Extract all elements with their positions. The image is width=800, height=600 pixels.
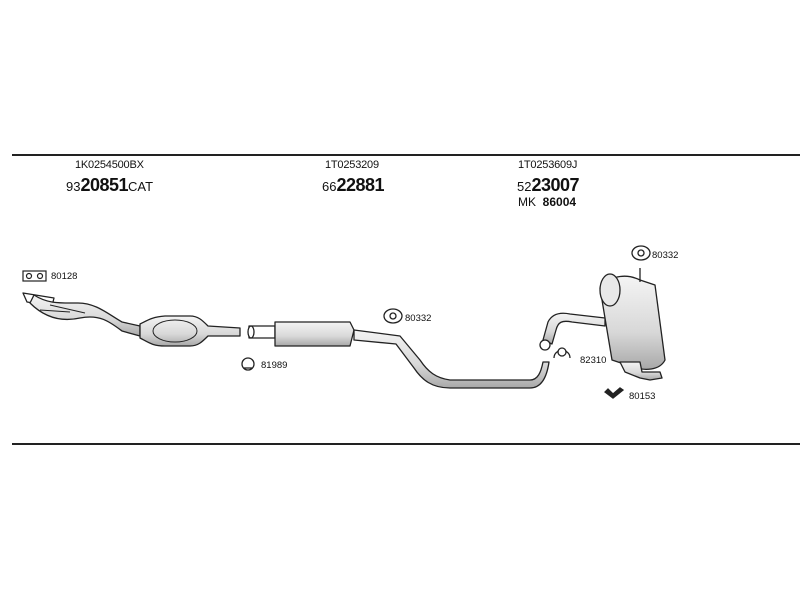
front-pipe-catalyst (22, 292, 241, 347)
front-pipe-prefix: 93 (66, 179, 81, 194)
top-divider (12, 154, 800, 156)
clamp-middle-label: 81989 (261, 360, 288, 371)
hanger-rear-icon (631, 245, 651, 261)
mounting-kit-number: 86004 (542, 195, 577, 209)
hanger-rear-label: 80332 (652, 250, 679, 261)
rear-silencer-ref: 1T0253609J (518, 159, 578, 171)
clamp-rear-icon (539, 339, 571, 359)
bottom-divider (12, 443, 800, 445)
rear-silencer-prefix: 52 (517, 179, 532, 194)
hanger-icon (383, 308, 403, 324)
middle-silencer-prefix: 66 (322, 179, 337, 194)
rear-silencer-number: 5223007 (517, 175, 580, 195)
middle-silencer-ref: 1T0253209 (325, 159, 379, 171)
front-pipe-suffix: CAT (128, 179, 154, 194)
gasket-icon (22, 270, 47, 282)
middle-silencer-main-number: 22881 (336, 175, 385, 195)
mounting-kit-prefix: MK (518, 195, 536, 209)
front-pipe-number: 9320851CAT (66, 176, 153, 195)
hanger-middle-label: 80332 (405, 313, 432, 324)
middle-silencer-number: 6622881 (322, 175, 385, 195)
front-pipe-main-number: 20851 (80, 175, 129, 195)
gasket-front-label: 80128 (51, 271, 78, 282)
front-pipe-ref: 1K0254500BX (75, 159, 144, 171)
bracket-rear-label: 80153 (629, 391, 656, 402)
clamp-rear-label: 82310 (580, 355, 607, 366)
middle-silencer (247, 321, 550, 389)
rear-silencer (542, 268, 666, 381)
clamp-icon (241, 357, 255, 371)
mounting-kit-label: MK 86004 (518, 196, 576, 208)
bracket-icon (604, 387, 625, 399)
rear-silencer-main-number: 23007 (531, 175, 580, 195)
